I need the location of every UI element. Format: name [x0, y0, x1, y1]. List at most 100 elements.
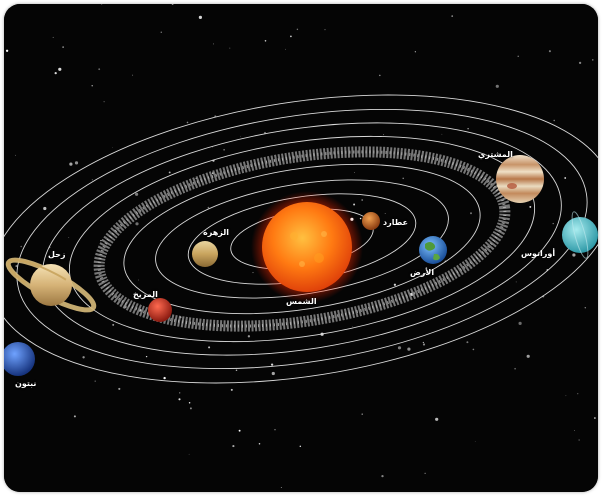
star — [232, 445, 234, 447]
star — [407, 348, 410, 351]
star — [473, 349, 475, 351]
star — [82, 356, 84, 358]
star — [68, 237, 69, 238]
star — [146, 356, 147, 357]
star — [199, 16, 202, 19]
star — [240, 136, 241, 137]
star — [415, 51, 416, 52]
star — [189, 454, 190, 455]
star — [300, 446, 301, 447]
star — [271, 363, 273, 365]
star — [62, 46, 63, 47]
star — [527, 355, 530, 358]
star — [360, 218, 362, 220]
star — [74, 415, 76, 417]
star — [236, 370, 238, 372]
star — [189, 402, 191, 404]
star — [112, 324, 114, 326]
star — [20, 246, 22, 248]
star — [274, 429, 275, 430]
star — [132, 75, 133, 76]
mars-label: المريخ — [133, 290, 158, 299]
star — [518, 56, 519, 57]
mercury-label: عطارد — [383, 218, 408, 227]
star — [259, 443, 261, 445]
star — [213, 43, 214, 44]
star — [104, 101, 105, 102]
star — [475, 441, 476, 442]
star — [514, 368, 516, 370]
star — [163, 377, 165, 379]
star — [55, 72, 57, 74]
star — [190, 407, 192, 409]
star — [394, 284, 396, 286]
star — [229, 48, 230, 49]
star — [179, 392, 180, 393]
star — [383, 134, 384, 135]
star — [423, 343, 425, 345]
star — [231, 389, 233, 391]
star — [75, 161, 78, 164]
star — [385, 213, 386, 214]
star — [451, 15, 453, 17]
sun-label: الشمس — [286, 297, 317, 306]
star — [297, 29, 298, 30]
jupiter-planet-icon — [496, 155, 544, 203]
star — [379, 75, 381, 77]
star — [252, 272, 253, 273]
star — [574, 430, 575, 431]
star — [553, 223, 554, 224]
earth-planet-icon — [419, 236, 447, 264]
star — [467, 128, 468, 129]
star — [208, 346, 210, 348]
venus-planet-icon — [192, 241, 218, 267]
solar-system-scene — [4, 4, 598, 492]
star — [272, 372, 275, 375]
sun-icon — [251, 191, 363, 303]
star — [553, 120, 554, 121]
star — [281, 487, 282, 488]
star — [566, 395, 567, 396]
star — [402, 178, 403, 179]
star — [423, 342, 424, 343]
star — [381, 475, 383, 477]
star — [466, 341, 468, 343]
star — [325, 29, 326, 30]
star — [442, 134, 443, 135]
star — [361, 199, 363, 201]
star — [549, 50, 551, 52]
star — [496, 85, 499, 88]
mars-planet-icon — [148, 298, 172, 322]
star — [69, 163, 72, 166]
star — [362, 413, 363, 414]
star — [516, 281, 517, 282]
star — [239, 430, 241, 432]
star — [564, 177, 566, 179]
star — [91, 85, 92, 86]
star — [53, 37, 54, 38]
star — [577, 393, 578, 394]
neptune-label: نبتون — [15, 379, 36, 388]
star — [135, 222, 138, 225]
star — [425, 473, 426, 474]
star — [223, 149, 225, 151]
star — [112, 147, 113, 148]
star — [579, 62, 581, 64]
star — [98, 68, 100, 70]
star — [43, 207, 46, 210]
star — [398, 346, 401, 349]
star — [161, 32, 162, 33]
jupiter-label: المشتري — [478, 150, 513, 159]
star — [572, 253, 575, 256]
star — [248, 335, 250, 337]
star — [285, 49, 286, 50]
star — [353, 204, 355, 206]
venus-label: الزهرة — [203, 228, 229, 237]
star — [435, 418, 438, 421]
star — [135, 193, 138, 196]
saturn-label: زحل — [48, 250, 66, 259]
star — [354, 172, 355, 173]
mercury-planet-icon — [362, 212, 380, 230]
star — [470, 212, 472, 214]
star — [169, 171, 171, 173]
